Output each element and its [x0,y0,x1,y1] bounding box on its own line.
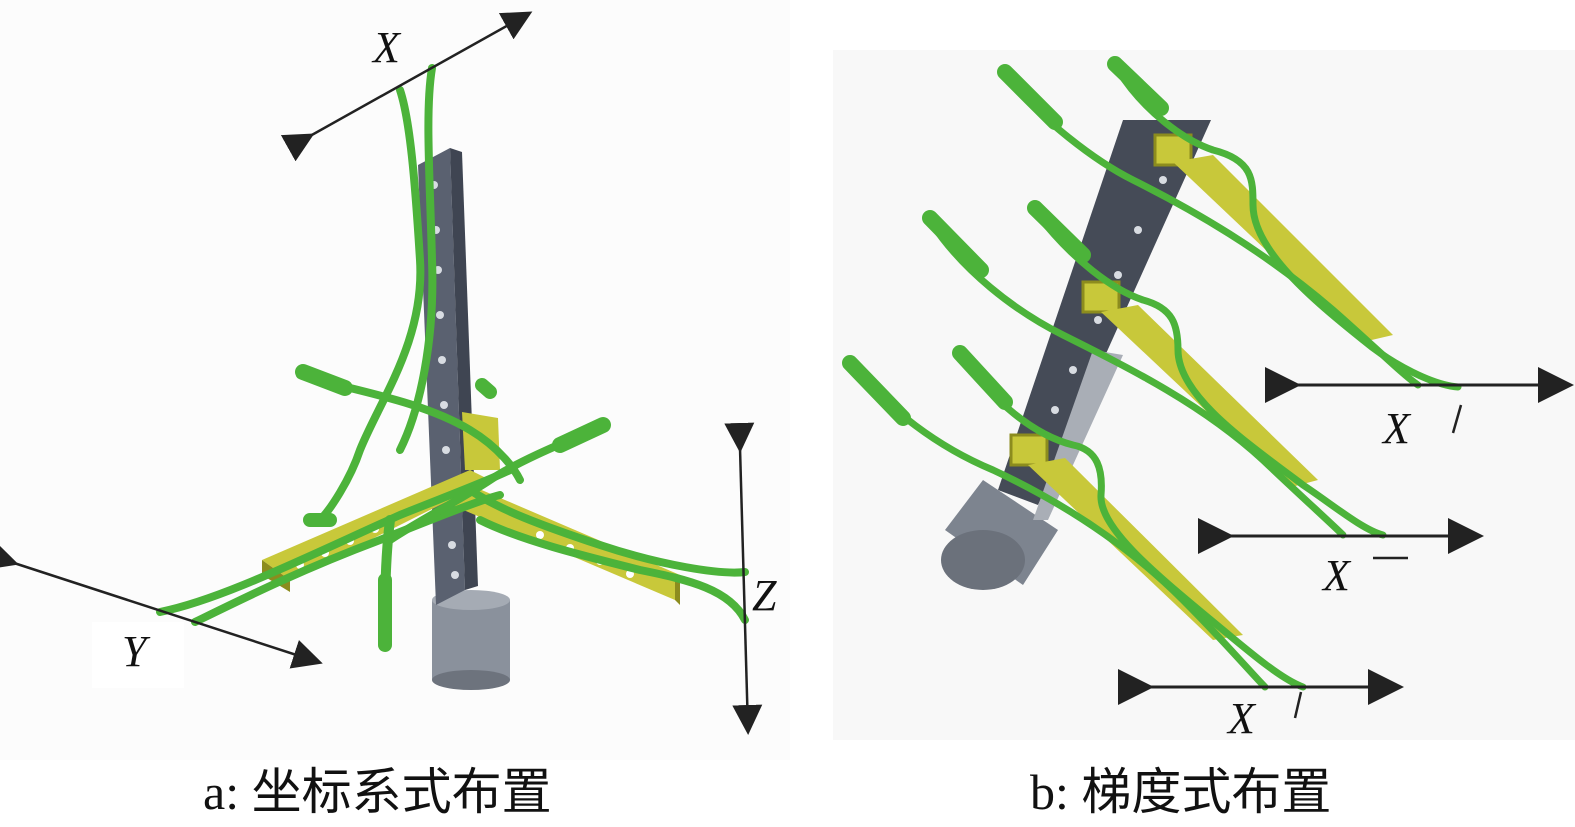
panel-a-coordinate-layout: X Y Z [0,0,790,760]
cylinder-base [432,590,510,690]
y-label-background [92,622,184,688]
x-arrows [1118,367,1574,705]
axis-label-x-bottom: X [1226,694,1257,740]
cylinder-base-b [941,480,1058,590]
caption-b: b: 梯度式布置 [1030,764,1332,820]
axis-label-x: X [371,23,402,72]
panel-b-gradient-layout: X X X [833,50,1575,740]
panel-a-illustration: X Y Z [0,11,777,735]
axis-label-z: Z [752,571,777,620]
axis-label-y: Y [122,627,151,676]
panel-b-illustration: X X X [842,56,1574,740]
caption-a: a: 坐标系式布置 [203,764,552,820]
axis-label-x-top: X [1381,404,1412,453]
axis-arrows [0,11,763,735]
axis-label-x-middle: X [1321,551,1352,600]
wire-handles [295,364,611,652]
green-wires-b [849,66,1462,691]
small-marks [1293,404,1463,719]
wire-handles-b [842,56,1169,426]
